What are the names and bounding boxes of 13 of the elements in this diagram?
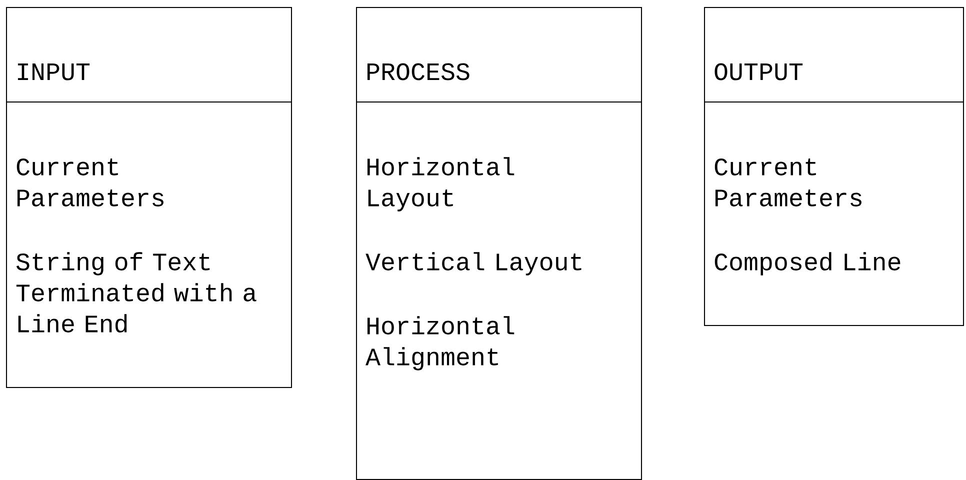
item-text: Current Parameters bbox=[714, 158, 862, 206]
heading-text: PROCESS bbox=[367, 63, 470, 80]
heading-text: INPUT bbox=[18, 64, 90, 80]
item-text: Vertical Layout bbox=[366, 252, 582, 276]
heading-text: OUTPUT bbox=[714, 63, 803, 80]
item-text: Horizontal Alignment bbox=[366, 316, 514, 370]
process-box bbox=[704, 7, 964, 326]
process-box bbox=[6, 7, 292, 388]
process-box bbox=[356, 7, 642, 480]
item-text: Composed Line bbox=[714, 252, 900, 276]
item-text: Horizontal Layout bbox=[367, 157, 514, 212]
item-text: String of Text Terminated with a Line End bbox=[16, 252, 256, 332]
item-text: Current Parameters bbox=[16, 158, 164, 206]
